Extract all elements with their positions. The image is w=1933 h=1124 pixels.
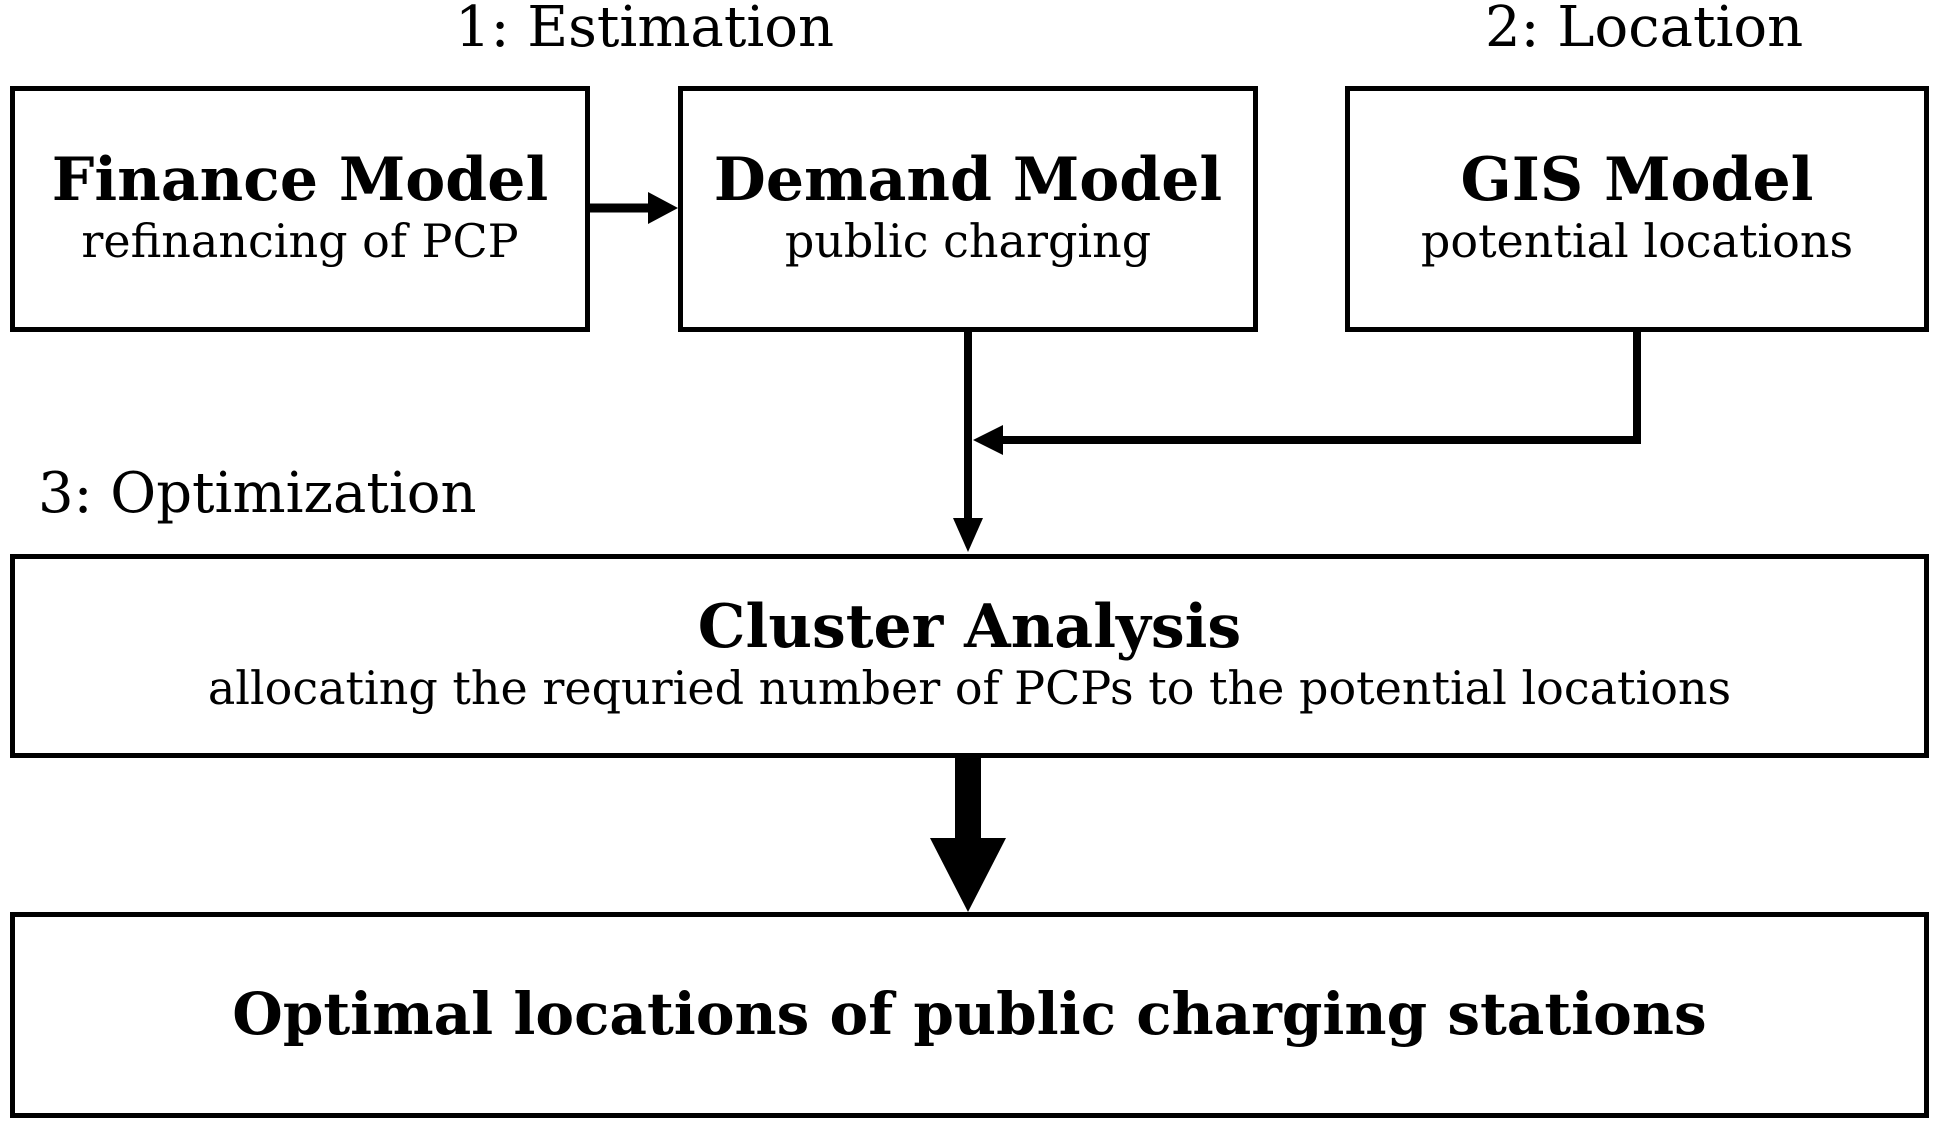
cluster-analysis-box: Cluster Analysis allocating the requried… xyxy=(10,554,1929,758)
demand-model-subtitle: public charging xyxy=(784,214,1152,269)
gis-model-subtitle: potential locations xyxy=(1420,214,1854,269)
stage-label-optimization: 3: Optimization xyxy=(38,461,477,526)
demand-model-title: Demand Model xyxy=(713,145,1223,216)
gis-model-title: GIS Model xyxy=(1460,145,1814,216)
arrowhead-finance-to-demand xyxy=(648,192,678,224)
cluster-analysis-title: Cluster Analysis xyxy=(697,592,1242,663)
demand-model-box: Demand Model public charging xyxy=(678,86,1258,332)
stage-label-estimation: 1: Estimation xyxy=(455,0,835,60)
finance-model-box: Finance Model refinancing of PCP xyxy=(10,86,590,332)
finance-model-subtitle: refinancing of PCP xyxy=(81,214,519,269)
optimal-locations-title: Optimal locations of public charging sta… xyxy=(232,980,1707,1049)
arrowhead-gis-to-demand-line xyxy=(973,425,1003,455)
cluster-analysis-subtitle: allocating the requried number of PCPs t… xyxy=(207,661,1732,716)
stage-label-location: 2: Location xyxy=(1485,0,1804,60)
finance-model-title: Finance Model xyxy=(51,145,549,216)
arrowhead-demand-to-cluster xyxy=(953,518,983,552)
gis-model-box: GIS Model potential locations xyxy=(1345,86,1929,332)
arrowhead-cluster-to-result xyxy=(930,838,1006,912)
optimal-locations-box: Optimal locations of public charging sta… xyxy=(10,912,1929,1118)
arrow-gis-to-demand-line xyxy=(995,330,1641,444)
